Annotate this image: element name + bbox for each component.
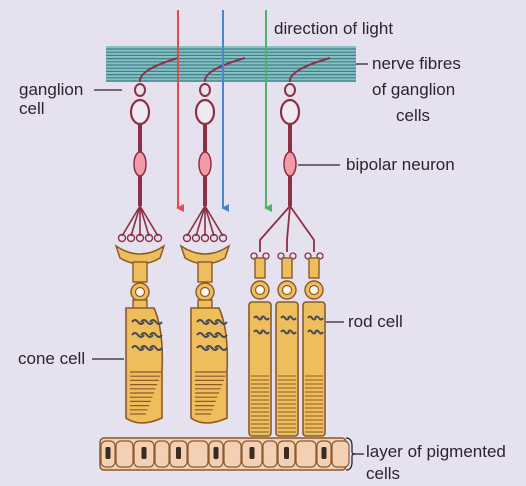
cone-cell-label: cone cell — [18, 348, 85, 370]
rod-cell — [276, 258, 298, 436]
cone-cell — [116, 246, 164, 423]
ganglion-cell-body — [196, 100, 214, 124]
nerve-fibre-band — [106, 46, 356, 82]
rod-cell — [303, 258, 325, 436]
pigmented-cell — [188, 441, 208, 467]
dendrite-fan — [184, 206, 227, 242]
neuron-chains — [119, 58, 331, 259]
pigmented-cell — [296, 441, 316, 467]
ganglion-cell-body — [131, 100, 149, 124]
rod-dendrites — [251, 206, 323, 259]
dendrite-fan — [119, 206, 162, 242]
ganglion-cell-label-line2: cell — [19, 98, 45, 120]
cone-cells — [116, 246, 229, 423]
nerve-fibres-label-line2: of ganglion — [372, 79, 455, 101]
rod-cell — [249, 258, 271, 436]
bipolar-neuron-body — [284, 152, 296, 176]
pigmented-cell-layer — [100, 438, 349, 470]
ganglion-cell-body — [281, 100, 299, 124]
bipolar-neuron-label: bipolar neuron — [346, 154, 455, 176]
pigmented-layer-label-line2: cells — [366, 463, 400, 485]
rod-cell-label: rod cell — [348, 311, 403, 333]
bipolar-neuron-body — [134, 152, 146, 176]
pigmented-cell — [116, 441, 133, 467]
nerve-fibres-label-line1: nerve fibres — [372, 53, 461, 75]
pigmented-layer-label-line1: layer of pigmented — [366, 441, 506, 463]
bipolar-neuron-body — [199, 152, 211, 176]
direction-of-light-label: direction of light — [274, 18, 393, 40]
pigmented-cell — [155, 441, 169, 467]
cone-cell — [181, 246, 229, 423]
rod-cells — [249, 258, 325, 436]
nerve-fibres-label-line3: cells — [396, 105, 430, 127]
pigmented-cell — [332, 441, 349, 467]
pigmented-cell — [224, 441, 241, 467]
pigmented-cell — [263, 441, 277, 467]
